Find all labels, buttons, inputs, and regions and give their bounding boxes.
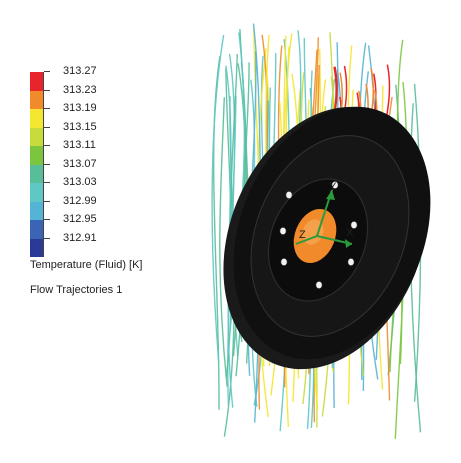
legend-value: 313.27	[63, 65, 97, 77]
legend-swatch	[30, 164, 44, 183]
coordinate-triad: Z X Y	[295, 181, 354, 248]
legend-tick	[44, 89, 50, 91]
streamline	[225, 68, 233, 379]
legend-value: 312.91	[63, 231, 97, 244]
legend-value: 312.99	[63, 194, 97, 207]
legend-swatch	[30, 90, 44, 109]
legend-value: 313.19	[63, 102, 97, 114]
legend-swatch	[30, 183, 44, 202]
legend-row: 313.11	[30, 139, 210, 165]
legend-row: 312.91	[30, 232, 210, 257]
temperature-legend: 313.27 313.23 313.19 313.15 313.11 313.07 313.…	[30, 65, 210, 257]
legend-swatch	[30, 72, 44, 91]
legend-tick	[44, 71, 50, 72]
legend-row: 312.95	[30, 213, 210, 239]
legend-value: 313.11	[63, 139, 96, 151]
legend-row: 313.27	[30, 65, 210, 91]
svg-text:Z: Z	[299, 229, 306, 241]
legend-row: 313.23	[30, 84, 210, 109]
legend-tick	[44, 219, 50, 220]
legend-title: Temperature (Fluid) [K]	[30, 259, 143, 271]
legend-value: 313.07	[63, 157, 97, 170]
legend-swatch	[30, 238, 44, 257]
legend-tick	[44, 126, 50, 128]
legend-row: 313.15	[30, 121, 210, 146]
legend-swatch	[30, 127, 44, 146]
legend-row: 313.19	[30, 102, 210, 128]
legend-tick	[44, 237, 50, 239]
flow-trajectories-label: Flow Trajectories 1	[30, 284, 123, 296]
svg-text:Y: Y	[329, 181, 337, 193]
legend-tick	[44, 145, 50, 146]
svg-text:X: X	[346, 227, 354, 239]
legend-value: 313.15	[63, 120, 97, 133]
bolt-holes	[279, 181, 358, 289]
legend-value: 313.23	[63, 83, 97, 96]
legend-tick	[44, 163, 50, 165]
legend-swatch	[30, 201, 44, 220]
legend-row: 312.99	[30, 195, 210, 220]
legend-swatch	[30, 220, 44, 239]
legend-row: 313.03	[30, 176, 210, 202]
legend-tick	[44, 182, 50, 183]
legend-swatch	[30, 146, 44, 165]
legend-swatch	[30, 109, 44, 128]
streamline	[211, 34, 225, 363]
legend-tick	[44, 200, 50, 202]
legend-tick	[44, 108, 50, 109]
legend-value: 313.03	[63, 176, 97, 188]
legend-value: 312.95	[63, 213, 97, 225]
streamline	[219, 97, 228, 387]
legend-row: 313.07	[30, 158, 210, 183]
